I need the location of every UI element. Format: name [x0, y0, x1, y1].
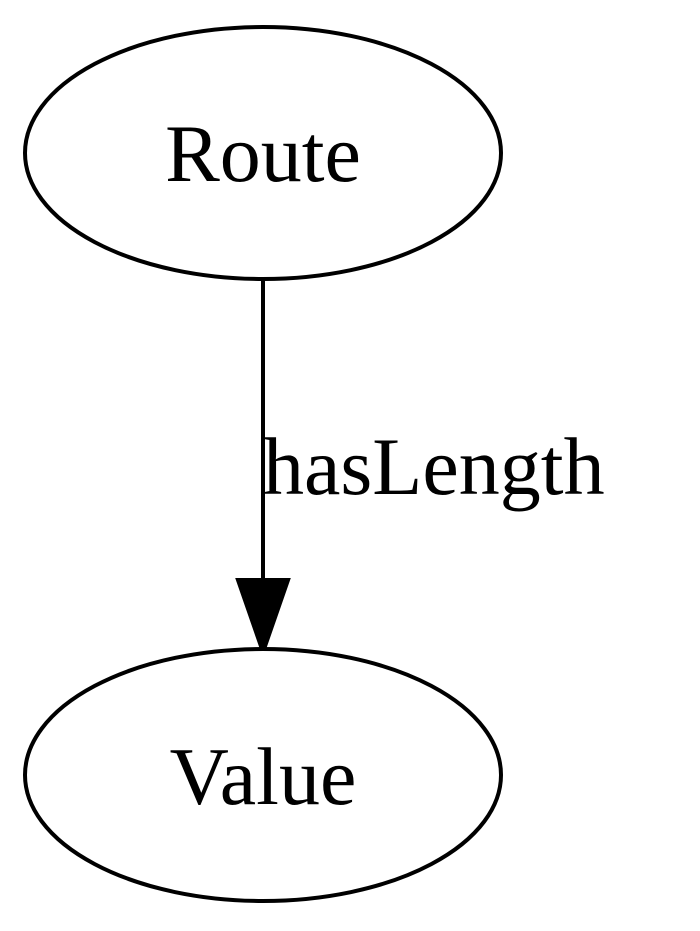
node-value: Value: [23, 647, 503, 903]
node-route-label: Route: [165, 108, 361, 199]
node-value-ellipse: [23, 647, 503, 903]
edge-label: hasLength: [263, 421, 605, 512]
node-value-label: Value: [170, 731, 357, 822]
arrowhead-icon: [235, 578, 291, 659]
node-route-ellipse: [23, 25, 503, 281]
node-route: Route: [23, 25, 503, 281]
edge-route-to-value: hasLength: [235, 281, 605, 659]
